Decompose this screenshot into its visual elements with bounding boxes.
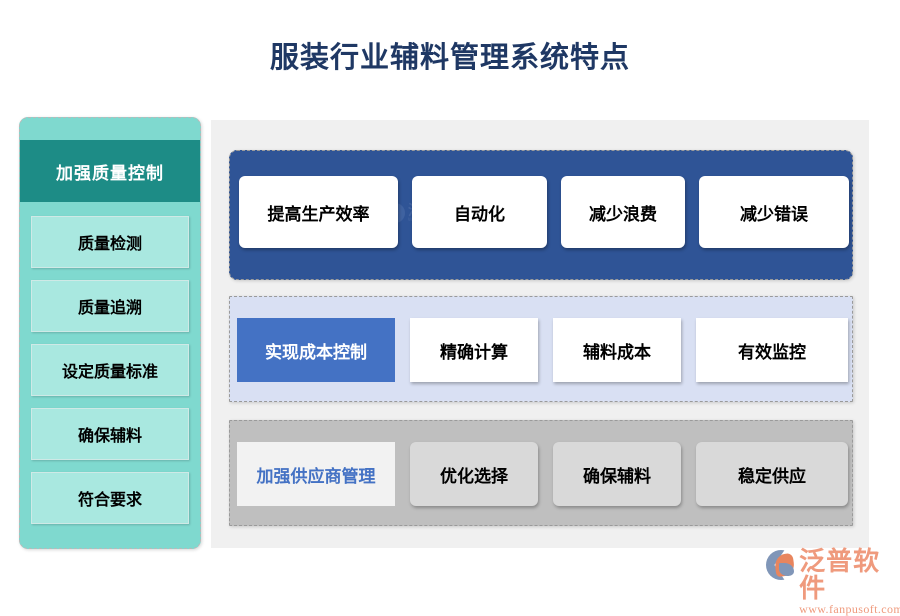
- card-label: 精确计算: [440, 342, 508, 362]
- card-accurate-calculation[interactable]: 精确计算: [410, 318, 538, 382]
- card-label: 确保辅料: [583, 466, 651, 486]
- row-panel-supplier-management: 加强供应商管理 优化选择 确保辅料 稳定供应: [229, 420, 853, 526]
- card-accessory-cost[interactable]: 辅料成本: [553, 318, 681, 382]
- card-group-cost-control: 实现成本控制 精确计算 辅料成本 有效监控: [237, 318, 863, 382]
- sidebar-item-label: 符合要求: [77, 492, 142, 509]
- sidebar-item-quality-inspection[interactable]: 质量检测: [31, 216, 189, 268]
- sidebar-item-label: 质量检测: [77, 236, 142, 253]
- sidebar-item-quality-traceability[interactable]: 质量追溯: [31, 280, 189, 332]
- sidebar-item-meet-requirements[interactable]: 符合要求: [31, 472, 189, 524]
- card-label: 有效监控: [738, 342, 806, 362]
- card-stable-supply[interactable]: 稳定供应: [696, 442, 848, 506]
- card-label: 加强供应商管理: [256, 466, 376, 486]
- sidebar-item-label: 确保辅料: [77, 428, 142, 445]
- card-label: 自动化: [454, 204, 505, 224]
- sidebar-header-label: 加强质量控制: [20, 140, 200, 202]
- sidebar-item-ensure-accessories[interactable]: 确保辅料: [31, 408, 189, 460]
- card-label: 辅料成本: [583, 342, 651, 362]
- card-reduce-waste[interactable]: 减少浪费: [561, 176, 685, 248]
- brand-text-block: 泛普软件 www.fanpusoft.com: [799, 548, 900, 616]
- row-panel-cost-control: 实现成本控制 精确计算 辅料成本 有效监控: [229, 296, 853, 402]
- card-label: 减少浪费: [589, 204, 657, 224]
- fanpu-logo-icon: [766, 550, 796, 580]
- card-achieve-cost-control[interactable]: 实现成本控制: [237, 318, 395, 382]
- logo-swoosh-secondary-shape: [779, 563, 794, 576]
- card-label: 提高生产效率: [267, 204, 370, 224]
- card-reduce-errors[interactable]: 减少错误: [699, 176, 849, 248]
- card-label: 实现成本控制: [265, 342, 367, 362]
- card-group-efficiency: 提高生产效率 自动化 减少浪费 减少错误: [239, 176, 863, 248]
- row-panel-efficiency: 泛普软件 www.fanpusoft.com 提高生产效率 自动化 减少浪费 减…: [229, 150, 853, 280]
- sidebar-item-list: 质量检测 质量追溯 设定质量标准 确保辅料 符合要求: [31, 216, 189, 536]
- card-label: 稳定供应: [738, 466, 806, 486]
- main-content-area: 泛普软件 www.fanpusoft.com 提高生产效率 自动化 减少浪费 减…: [211, 120, 869, 548]
- brand-name: 泛普软件: [799, 546, 881, 603]
- sidebar-item-set-quality-standards[interactable]: 设定质量标准: [31, 344, 189, 396]
- card-group-supplier-management: 加强供应商管理 优化选择 确保辅料 稳定供应: [237, 442, 863, 506]
- brand-logo: 泛普软件 www.fanpusoft.com: [766, 548, 900, 616]
- card-effective-monitoring[interactable]: 有效监控: [696, 318, 848, 382]
- card-automation[interactable]: 自动化: [412, 176, 547, 248]
- card-improve-production-efficiency[interactable]: 提高生产效率: [239, 176, 398, 248]
- page-title: 服装行业辅料管理系统特点: [269, 42, 630, 74]
- sidebar-item-label: 质量追溯: [77, 300, 142, 317]
- card-label: 优化选择: [440, 466, 508, 486]
- sidebar-quality-control: 加强质量控制 质量检测 质量追溯 设定质量标准 确保辅料 符合要求: [19, 117, 201, 549]
- brand-url: www.fanpusoft.com: [799, 602, 900, 616]
- sidebar-item-label: 设定质量标准: [61, 364, 158, 381]
- card-optimize-selection[interactable]: 优化选择: [410, 442, 538, 506]
- card-strengthen-supplier-management[interactable]: 加强供应商管理: [237, 442, 395, 506]
- card-ensure-accessories[interactable]: 确保辅料: [553, 442, 681, 506]
- card-label: 减少错误: [740, 204, 808, 224]
